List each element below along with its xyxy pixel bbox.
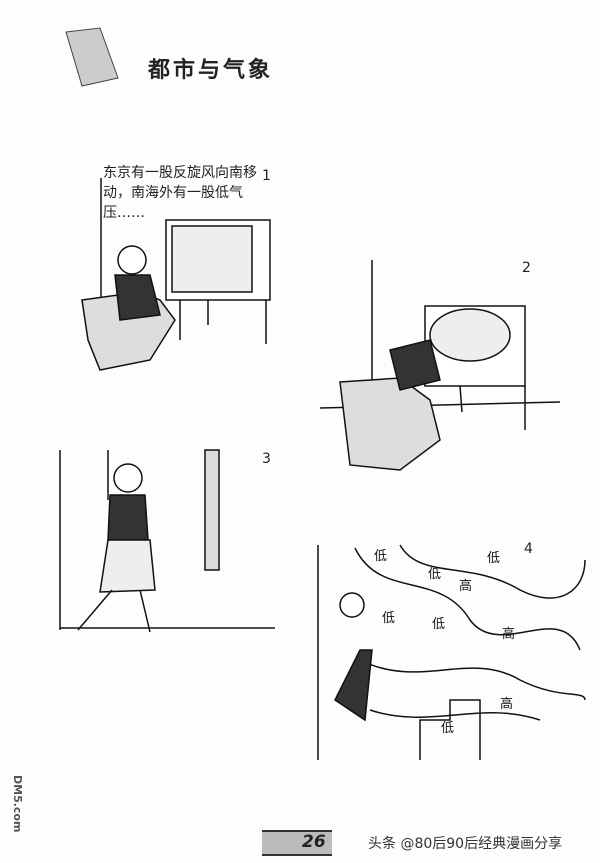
page-title: 都市与气象 — [148, 58, 274, 83]
panel-number: 4 — [524, 541, 533, 557]
low-pressure-label: 低 — [487, 551, 500, 566]
watermark: DM5.com — [11, 775, 24, 833]
panel-2-drawing — [319, 260, 561, 471]
high-pressure-label: 高 — [500, 696, 513, 712]
low-pressure-label: 低 — [432, 617, 445, 632]
panel-3-drawing — [59, 449, 275, 633]
panel-1-drawing — [81, 178, 271, 371]
panel-number: 1 — [262, 168, 271, 184]
panel-1-caption: 东京有一股反旋风向南移动，南海外有一股低气压…… — [103, 165, 257, 221]
weather-map-labels: 低 低 低 高 低 低 高 高 低 — [374, 549, 515, 736]
high-pressure-label: 高 — [502, 626, 515, 642]
panel-4-drawing — [317, 544, 586, 760]
page-number-bar — [262, 830, 332, 856]
title-badge-icon — [65, 27, 119, 87]
low-pressure-label: 低 — [374, 549, 387, 564]
low-pressure-label: 低 — [382, 611, 395, 626]
high-pressure-label: 高 — [459, 578, 472, 594]
panel-number: 3 — [262, 451, 271, 467]
panel-number: 2 — [522, 260, 531, 276]
page-number: 26 — [302, 832, 326, 852]
credit-text: 头条 @80后90后经典漫画分享 — [368, 836, 563, 852]
low-pressure-label: 低 — [441, 721, 454, 736]
low-pressure-label: 低 — [428, 567, 441, 582]
